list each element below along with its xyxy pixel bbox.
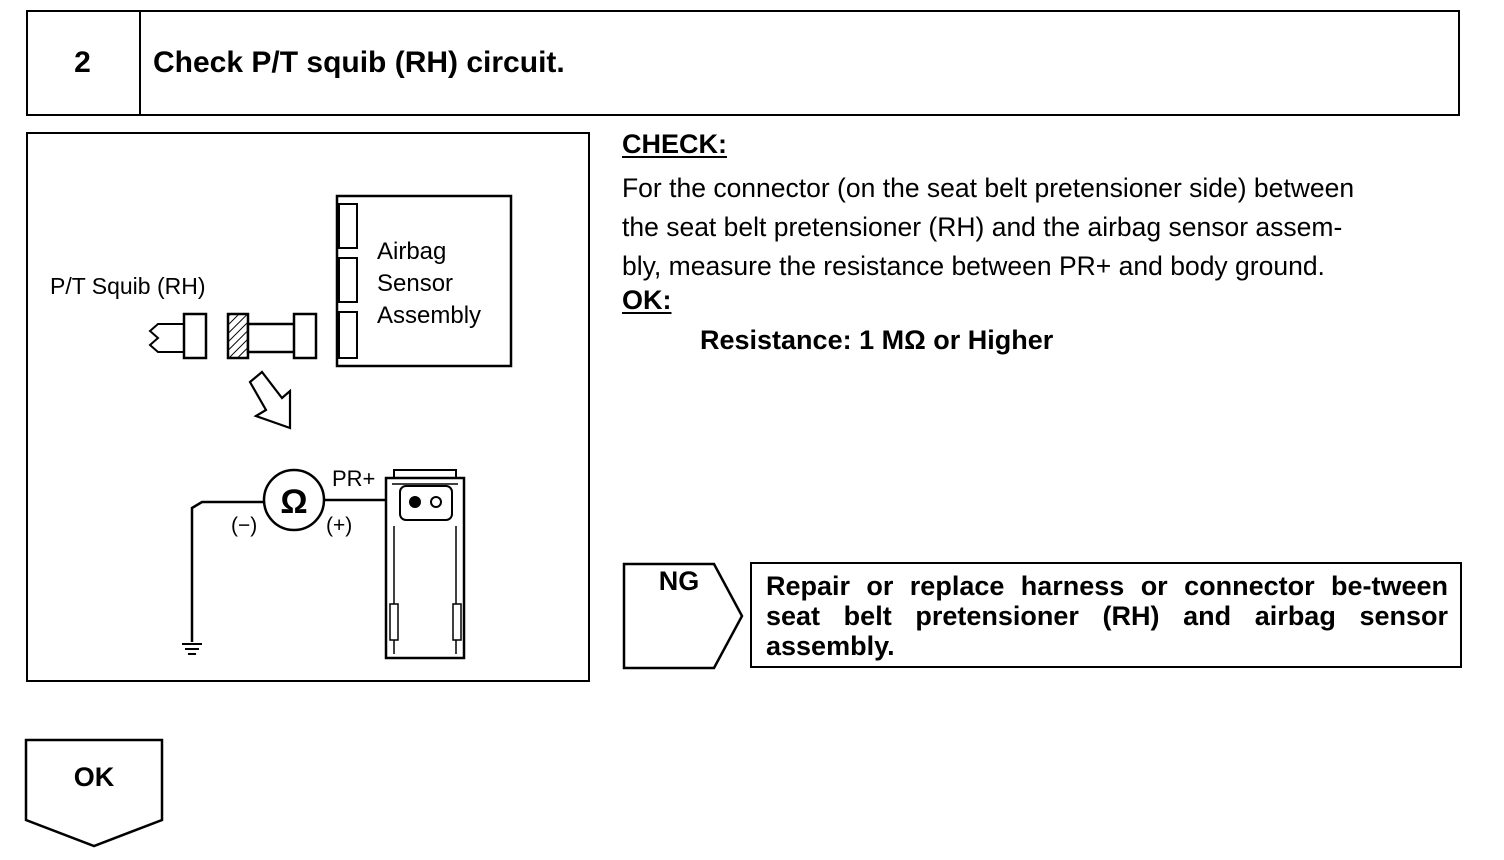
circuit-illustration: Airbag Sensor Assembly P/T Squib (RH) [26, 132, 590, 682]
ok-arrow-box [24, 738, 164, 848]
resistance-spec: Resistance: 1 MΩ or Higher [700, 325, 1054, 355]
arrow-down-icon [248, 370, 292, 430]
check-line-3: bly, measure the resistance between PR+ … [622, 251, 1325, 281]
check-line-2: the seat belt pretensioner (RH) and the … [622, 212, 1343, 242]
ok-heading: OK: [622, 285, 672, 315]
ng-label: NG [658, 566, 700, 596]
step-header-divider [139, 10, 141, 116]
ng-action-box: Repair or replace harness or connector b… [750, 562, 1462, 668]
step-header-box [26, 10, 1460, 116]
ok-label: OK [73, 762, 115, 792]
ohm-symbol: Ω [280, 483, 307, 521]
seat-belt-pretensioner-icon [384, 469, 466, 660]
sensor-label-line-2: Sensor [377, 270, 453, 297]
ng-action-text: Repair or replace harness or connector b… [766, 571, 1448, 661]
check-heading: CHECK: [622, 129, 727, 159]
step-title: Check P/T squib (RH) circuit. [153, 46, 565, 79]
check-line-1: For the connector (on the seat belt pret… [622, 173, 1355, 203]
circuit-diagram: Airbag Sensor Assembly P/T Squib (RH) [50, 194, 513, 660]
ground-icon [182, 643, 202, 655]
airbag-sensor-assembly: Airbag Sensor Assembly [335, 194, 513, 368]
ohmmeter-icon: Ω (−) (+) PR+ [190, 466, 410, 642]
check-instructions: For the connector (on the seat belt pret… [622, 169, 1468, 286]
sensor-label-line-1: Airbag [377, 238, 446, 265]
positive-lead-label: (+) [326, 514, 352, 537]
step-number: 2 [74, 46, 91, 79]
ng-arrow-box [622, 562, 744, 670]
negative-lead-label: (−) [231, 514, 257, 537]
terminal-label: PR+ [332, 466, 375, 491]
sensor-label-line-3: Assembly [377, 302, 481, 329]
squib-label: P/T Squib (RH) [50, 273, 206, 299]
connector-icon [148, 312, 318, 360]
